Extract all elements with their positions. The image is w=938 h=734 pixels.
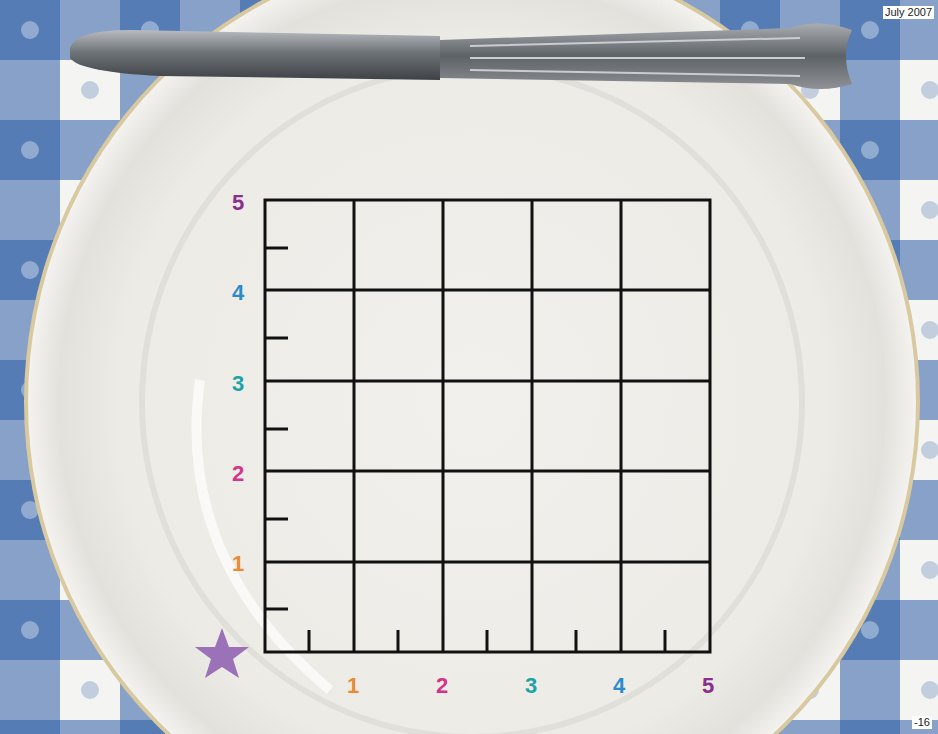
knife-handle — [440, 23, 852, 89]
plate — [28, 0, 916, 734]
plate-well — [142, 67, 802, 734]
axis-number: 1 — [232, 553, 244, 575]
knife-blade — [70, 30, 440, 80]
axis-number: 1 — [347, 675, 359, 697]
axis-number: 2 — [436, 675, 448, 697]
page-number: -16 — [912, 716, 932, 729]
half-ticks — [265, 248, 665, 652]
axis-number: 3 — [232, 373, 244, 395]
axis-number: 4 — [613, 675, 625, 697]
plate-rim — [24, 0, 920, 734]
axis-number: 2 — [232, 463, 244, 485]
date-note: July 2007 — [883, 6, 934, 19]
axis-number: 5 — [702, 675, 714, 697]
origin-star — [195, 628, 249, 678]
handle-ridges — [470, 38, 805, 76]
axis-number: 3 — [525, 675, 537, 697]
coordinate-grid — [265, 200, 710, 652]
axis-number: 5 — [232, 192, 244, 214]
axis-number: 4 — [232, 282, 244, 304]
